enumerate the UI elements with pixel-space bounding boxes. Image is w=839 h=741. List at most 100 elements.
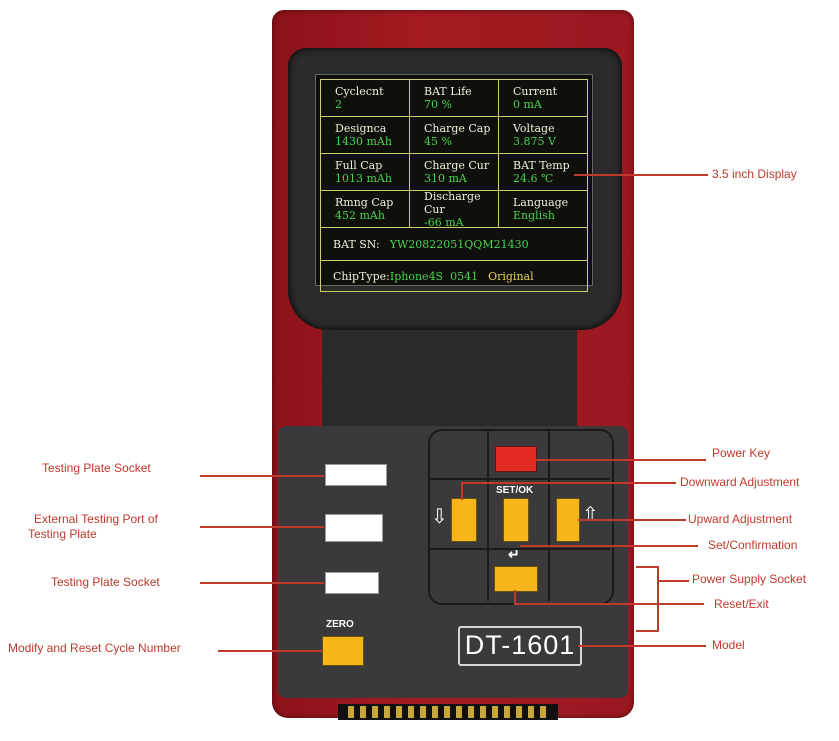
chip-status: Original — [488, 269, 534, 283]
cell-value: 45 % — [424, 135, 452, 148]
chip-type-value: Iphone4S 0541 — [389, 269, 479, 283]
upward-button[interactable] — [556, 498, 580, 542]
lcd-row-bat-sn: BAT SN: YW20822051QQM21430 — [320, 228, 588, 261]
lcd-row-chip-type: ChipType:Iphone4S 0541 Original — [320, 261, 588, 292]
callout-display: 3.5 inch Display — [712, 167, 797, 181]
reset-exit-button[interactable] — [494, 566, 538, 592]
keypad-divider — [487, 431, 489, 601]
cell-label: Discharge Cur — [424, 189, 481, 216]
keypad-divider — [430, 548, 610, 550]
cell-value: 1430 mAh — [335, 135, 392, 148]
external-testing-port[interactable] — [325, 514, 383, 542]
cell-value: 70 % — [424, 98, 452, 111]
cell-value: 24.6 ℃ — [513, 172, 554, 185]
down-arrow-icon: ⇩ — [431, 506, 448, 528]
callout-line-socket-1 — [200, 475, 324, 477]
cell-value: 310 mA — [424, 172, 467, 185]
cell-value: 1013 mAh — [335, 172, 392, 185]
callout-power-key: Power Key — [712, 446, 771, 460]
zero-button[interactable] — [322, 636, 364, 666]
cell-label: Current — [513, 85, 558, 98]
cell-label: Charge Cap — [424, 122, 491, 135]
cell-label: Language — [513, 196, 569, 209]
callout-line-socket-2 — [200, 582, 324, 584]
cell-label: Designca — [335, 122, 387, 135]
bat-sn-label: BAT SN: — [333, 237, 380, 251]
bat-sn-value: YW20822051QQM21430 — [389, 237, 529, 251]
callout-line-power-supply-v — [657, 566, 659, 632]
callout-line-upward — [578, 519, 686, 521]
set-ok-button[interactable] — [503, 498, 529, 542]
lcd-cell-discharge-cur: Discharge Cur-66 mA — [409, 189, 498, 229]
callout-line-power-supply-h — [657, 580, 689, 582]
callout-line-modify-reset — [218, 650, 322, 652]
testing-plate-socket-top[interactable] — [325, 464, 387, 486]
callout-line-model — [578, 645, 706, 647]
callout-line-power-supply — [636, 566, 658, 568]
callout-line-power-supply — [636, 630, 658, 632]
cell-label: Rmng Cap — [335, 196, 394, 209]
callout-external-port-line2: Testing Plate — [28, 527, 97, 541]
zero-label: ZERO — [326, 619, 354, 630]
downward-button[interactable] — [451, 498, 477, 542]
edge-connector — [338, 704, 558, 720]
cell-value: -66 mA — [424, 215, 464, 229]
back-arrow-icon: ↵ — [508, 546, 520, 562]
cell-value: 3.875 V — [513, 135, 556, 148]
up-arrow-icon: ⇧ — [582, 504, 599, 526]
keypad-divider — [430, 478, 610, 480]
model-label: DT-1601 — [458, 626, 582, 666]
callout-testing-plate-socket-2: Testing Plate Socket — [51, 575, 160, 589]
callout-line-downward — [461, 482, 676, 484]
callout-upward: Upward Adjustment — [688, 512, 793, 526]
callout-downward: Downward Adjustment — [680, 475, 800, 489]
callout-modify-reset: Modify and Reset Cycle Number — [8, 641, 181, 655]
callout-set-confirm: Set/Confirmation — [708, 538, 798, 552]
cell-value: English — [513, 209, 555, 222]
set-ok-label: SET/OK — [496, 485, 534, 496]
power-key[interactable] — [495, 446, 537, 472]
lcd-cell-chip-type: ChipType:Iphone4S 0541 Original — [320, 261, 588, 291]
keypad-divider — [548, 431, 550, 601]
cell-label: Charge Cur — [424, 159, 490, 172]
callout-line-display — [574, 174, 708, 176]
chip-type-label: ChipType: — [333, 269, 390, 283]
cell-value: 452 mAh — [335, 209, 385, 222]
callout-line-reset-exit — [514, 603, 704, 605]
cell-label: Cyclecnt — [335, 85, 384, 98]
cell-label: Full Cap — [335, 159, 383, 172]
cell-label: BAT Temp — [513, 159, 570, 172]
testing-plate-socket-bottom[interactable] — [325, 572, 379, 594]
callout-power-supply: Power Supply Socket — [692, 572, 807, 586]
cell-value: 2 — [335, 98, 342, 111]
callout-model: Model — [712, 638, 745, 652]
cell-label: BAT Life — [424, 85, 472, 98]
callout-reset-exit: Reset/Exit — [714, 597, 769, 611]
callout-line-power-key — [536, 459, 706, 461]
cell-label: Voltage — [513, 122, 555, 135]
lcd-cell-bat-sn: BAT SN: YW20822051QQM21430 — [320, 228, 588, 260]
callout-line-set-confirm — [520, 545, 698, 547]
cell-value: 0 mA — [513, 98, 542, 111]
device-neck — [322, 330, 577, 440]
callout-line-downward-v — [461, 482, 463, 500]
callout-line-reset-exit-v — [514, 590, 516, 604]
callout-line-external-port — [200, 526, 324, 528]
